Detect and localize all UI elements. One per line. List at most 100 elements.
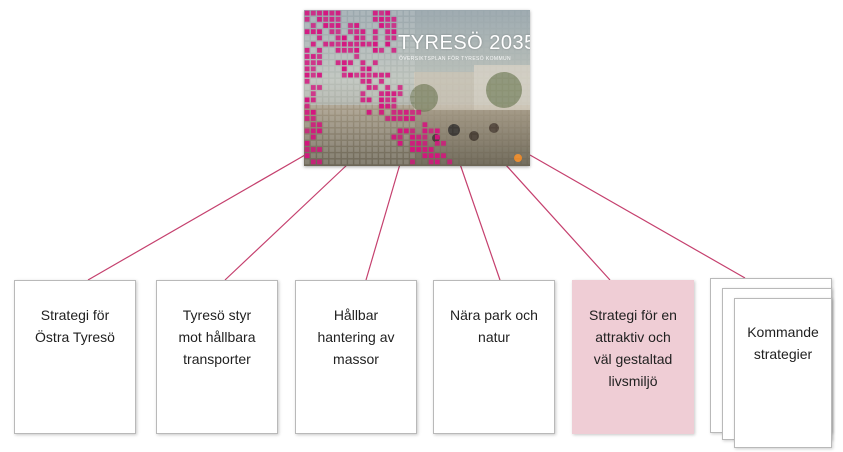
pixel-cell xyxy=(434,29,440,35)
pixel-cell xyxy=(348,134,353,140)
pixel-cell xyxy=(317,54,322,59)
pixel-cell xyxy=(379,128,384,134)
pixel-cell xyxy=(329,35,335,41)
pixel-cell xyxy=(434,103,440,109)
pixel-cell xyxy=(403,35,409,41)
pixel-cell xyxy=(521,134,527,140)
pixel-cell xyxy=(310,97,316,103)
pixel-cell xyxy=(379,35,384,41)
pixel-cell xyxy=(372,91,378,97)
pixel-cell xyxy=(422,23,428,28)
pixel-cell xyxy=(484,72,490,78)
pixel-cell xyxy=(354,91,360,97)
pixel-cell xyxy=(447,128,453,134)
pixel-cell xyxy=(465,47,471,53)
pixel-cell xyxy=(503,103,508,109)
pixel-cell xyxy=(428,60,434,66)
pixel-cell xyxy=(304,103,310,109)
pixel-cell xyxy=(372,153,378,159)
pixel-cell xyxy=(422,72,428,78)
pixel-cell xyxy=(490,35,496,41)
pixel-cell xyxy=(472,72,477,78)
pixel-cell xyxy=(310,140,316,146)
pixel-cell xyxy=(335,128,341,134)
pixel-cell xyxy=(453,72,459,78)
pixel-cell xyxy=(329,147,335,152)
pixel-cell xyxy=(503,10,508,16)
pixel-cell xyxy=(335,35,341,41)
pixel-cell xyxy=(329,116,335,121)
pixel-cell xyxy=(496,41,502,47)
pixel-cell xyxy=(434,140,440,146)
pixel-cell xyxy=(422,78,428,84)
pixel-cell xyxy=(391,91,397,97)
pixel-cell xyxy=(416,29,422,35)
pixel-cell xyxy=(397,29,403,35)
pixel-cell xyxy=(484,140,490,146)
pixel-cell xyxy=(360,54,366,59)
pixel-cell xyxy=(503,116,508,121)
pixel-cell xyxy=(397,54,403,59)
pixel-cell xyxy=(304,35,310,41)
pixel-cell xyxy=(341,140,347,146)
pixel-cell xyxy=(527,66,530,72)
pixel-cell xyxy=(317,128,322,134)
strategy-box-kommande: Kommande strategier xyxy=(734,298,832,448)
pixel-cell xyxy=(391,78,397,84)
cover-subtitle: ÖVERSIKTSPLAN FÖR TYRESÖ KOMMUN xyxy=(399,56,512,62)
pixel-cell xyxy=(503,35,508,41)
pixel-cell xyxy=(329,47,335,53)
pixel-cell xyxy=(515,23,521,28)
pixel-cell xyxy=(372,109,378,115)
pixel-cell xyxy=(503,78,508,84)
pixel-cell xyxy=(360,23,366,28)
pixel-cell xyxy=(422,16,428,22)
pixel-cell xyxy=(447,72,453,78)
pixel-cell xyxy=(447,91,453,97)
pixel-cell xyxy=(453,29,459,35)
pixel-cell xyxy=(422,35,428,41)
pixel-cell xyxy=(521,159,527,165)
pixel-cell xyxy=(453,85,459,90)
pixel-cell xyxy=(465,122,471,128)
pixel-cell xyxy=(335,91,341,97)
pixel-cell xyxy=(459,72,465,78)
pixel-cell xyxy=(515,29,521,35)
pixel-cell xyxy=(515,109,521,115)
pixel-cell xyxy=(434,159,440,165)
pixel-cell xyxy=(484,128,490,134)
pixel-cell xyxy=(422,122,428,128)
pixel-cell xyxy=(397,85,403,90)
pixel-cell xyxy=(472,140,477,146)
pixel-cell xyxy=(509,41,515,47)
pixel-cell xyxy=(422,153,428,159)
pixel-cell xyxy=(441,41,446,47)
pixel-cell xyxy=(527,60,530,66)
pixel-cell xyxy=(416,122,422,128)
pixel-cell xyxy=(434,72,440,78)
pixel-cell xyxy=(366,159,372,165)
pixel-cell xyxy=(521,122,527,128)
pixel-cell xyxy=(379,47,384,53)
pixel-cell xyxy=(323,47,329,53)
pixel-cell xyxy=(397,140,403,146)
pixel-cell xyxy=(341,134,347,140)
pixel-cell xyxy=(397,128,403,134)
pixel-cell xyxy=(329,134,335,140)
pixel-cell xyxy=(391,23,397,28)
pixel-cell xyxy=(366,60,372,66)
pixel-cell xyxy=(428,85,434,90)
pixel-cell xyxy=(391,122,397,128)
pixel-cell xyxy=(459,23,465,28)
pixel-cell xyxy=(360,97,366,103)
pixel-cell xyxy=(329,66,335,72)
pixel-cell xyxy=(496,153,502,159)
pixel-cell xyxy=(453,103,459,109)
pixel-cell xyxy=(422,140,428,146)
pixel-cell xyxy=(410,72,415,78)
pixel-cell xyxy=(354,103,360,109)
pixel-cell xyxy=(428,134,434,140)
pixel-cell xyxy=(341,41,347,47)
pixel-cell xyxy=(472,78,477,84)
pixel-cell xyxy=(422,159,428,165)
